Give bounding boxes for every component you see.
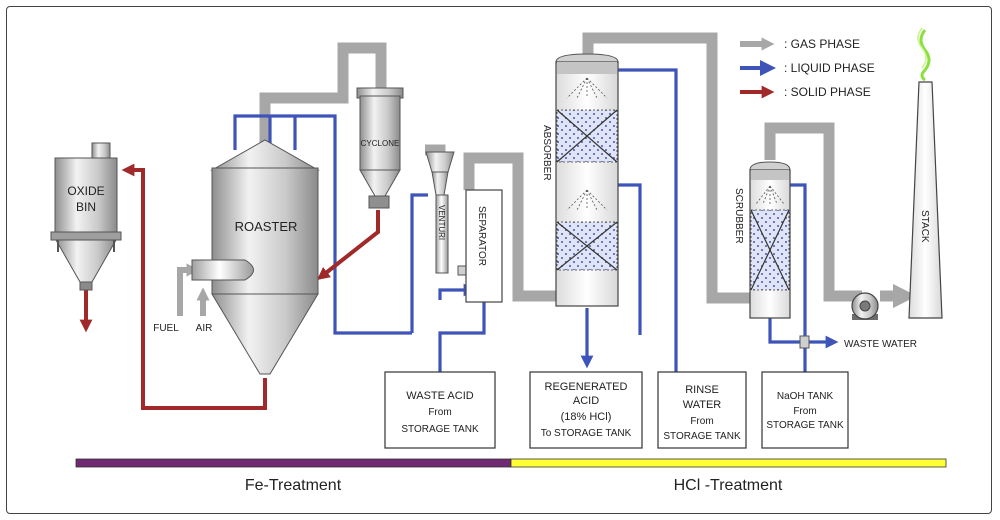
gas-pipe-fuel [177,263,200,316]
absorber: ABSORBER [541,53,619,307]
liquid-waste-acid-in [438,302,486,372]
rinse-water-line-4: STORAGE TANK [663,431,741,442]
liquid-rinse-to-absorber-top [585,63,678,372]
gas-pipe-roaster-to-cyclone [259,42,387,143]
stack-emission-icon [919,29,931,82]
exhaust-fan [851,292,879,320]
naoh-line-3: STORAGE TANK [766,420,844,431]
liquid-scrubber-bottom [768,318,839,349]
liquid-roaster-nozzle-feed [233,114,412,335]
fuel-label: FUEL [153,323,179,334]
hcl-treatment-bar [510,458,947,468]
stack-label: STACK [919,210,930,243]
liquid-pipes [233,63,839,372]
tank-rinse-water: RINSE WATER From STORAGE TANK [657,371,747,449]
regen-acid-line-1: REGENERATED [545,381,628,393]
regen-acid-line-4: To STORAGE TANK [541,428,632,439]
oxide-bin-label-1: OXIDE [67,184,104,198]
absorber-label: ABSORBER [541,125,552,181]
roaster: ROASTER [191,139,320,375]
liquid-separator-to-venturi [410,193,428,333]
rinse-water-line-2: WATER [683,399,722,411]
air-label: AIR [196,323,213,334]
venturi: VENTURI [425,151,455,274]
scrubber: SCRUBBER [733,161,791,319]
legend: : GAS PHASE : LIQUID PHASE : SOLID PHASE [740,37,875,99]
legend-liquid-label: : LIQUID PHASE [784,61,875,75]
naoh-line-2: From [793,406,816,417]
solid-pipes [79,163,380,410]
cyclone-label: CYCLONE [361,139,400,148]
scrubber-drain-valve [799,335,810,349]
regen-acid-line-2: ACID [573,395,599,407]
oxide-bin-label-2: BIN [76,200,96,214]
tank-naoh: NaOH TANK From STORAGE TANK [761,371,849,449]
solid-roaster-to-bin [121,163,267,410]
separator: SEPARATOR [465,189,503,303]
fe-treatment-bar [75,458,512,468]
legend-solid-label: : SOLID PHASE [784,85,871,99]
cyclone: CYCLONE [356,87,404,209]
scrubber-label: SCRUBBER [733,188,744,244]
legend-gas-label: : GAS PHASE [784,37,860,51]
waste-acid-line-3: STORAGE TANK [401,424,479,435]
diagram-frame [6,6,992,514]
solid-cyclone-to-roaster [316,210,380,280]
separator-label: SEPARATOR [476,206,487,266]
rinse-water-line-3: From [690,416,713,427]
gas-pipe-separator-top [463,152,560,302]
waste-acid-line-2: From [428,407,451,418]
stack: STACK [908,27,943,319]
tank-regenerated-acid: REGENERATED ACID (18% HCl) To STORAGE TA… [529,371,643,449]
venturi-label: VENTURI [437,205,446,240]
naoh-line-1: NaOH TANK [777,391,834,402]
regen-acid-line-3: (18% HCl) [561,411,612,423]
rinse-water-line-1: RINSE [685,384,719,396]
fe-treatment-label: Fe-Treatment [245,477,342,494]
tank-waste-acid: WASTE ACID From STORAGE TANK [384,371,496,449]
waste-water-label: WASTE WATER [844,339,917,350]
roaster-label: ROASTER [235,219,298,234]
gas-pipe-absorber-to-scrubber [582,32,750,304]
liquid-waste-acid-to-separator [438,283,477,300]
gas-pipe-scrubber-top [764,122,862,302]
hcl-treatment-label: HCl -Treatment [674,477,783,494]
waste-acid-line-1: WASTE ACID [406,390,473,402]
oxide-bin: OXIDE BIN [50,142,122,291]
